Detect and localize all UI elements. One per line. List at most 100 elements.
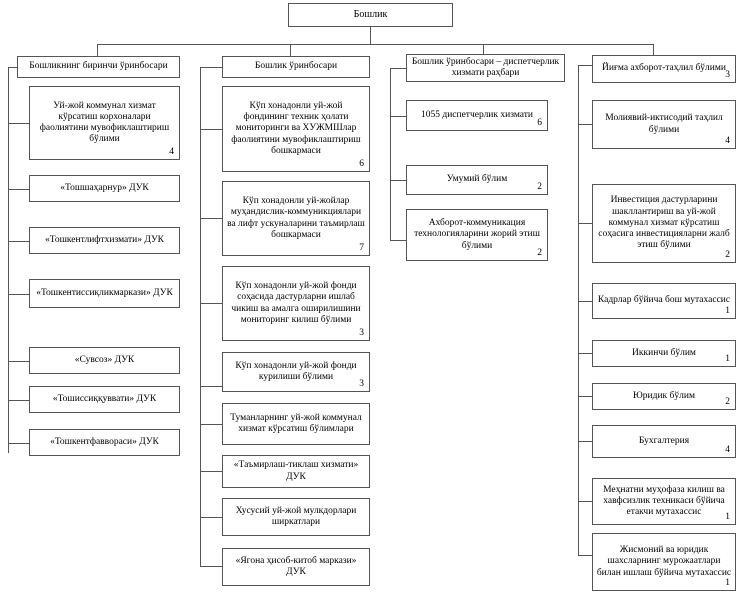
- node-c2-2[interactable]: Кўп хонадонли уй-жойлар муҳандислик-комм…: [222, 181, 370, 256]
- node-c3-1-count: 6: [537, 117, 542, 128]
- connector-c2-3: [200, 303, 223, 304]
- node-c4-1[interactable]: Молиявий-иктисодий таҳлил бўлими 4: [592, 100, 736, 149]
- node-c2-8[interactable]: «Ягона ҳисоб-китоб маркази» ДУК: [222, 548, 370, 586]
- node-c4-4-label: Иккинчи бўлим: [632, 347, 696, 358]
- connector-c2-7: [200, 517, 223, 518]
- connector-spine-1-to-head: [8, 67, 18, 68]
- node-c2-7-label: Хусусий уй-жой мулкдорлари ширкатлари: [235, 505, 357, 527]
- connector-c1-3: [8, 241, 30, 242]
- node-c4-8-count: 1: [725, 577, 730, 588]
- node-c4-3-label: Кадрлар бўйича бош мутахассис: [597, 295, 731, 306]
- connector-spine-1: [8, 67, 9, 453]
- node-c1-2-label: «Тошшаҳарнур» ДУК: [60, 182, 149, 193]
- connector-spine-3: [390, 68, 391, 240]
- connector-spine-4-to-head: [578, 65, 593, 66]
- node-c2-4[interactable]: Кўп хонадонли уй-жой фонди курилиши бўли…: [222, 352, 370, 392]
- node-c2-8-label: «Ягона ҳисоб-китоб маркази» ДУК: [235, 555, 357, 577]
- node-c1-7[interactable]: «Тошкентфаввораси» ДУК: [29, 429, 180, 456]
- node-head-3[interactable]: Бошлик ўринбосари – диспетчерлик хизмати…: [406, 54, 565, 82]
- node-c3-2-count: 2: [537, 181, 542, 192]
- node-c2-6-label: «Таъмирлаш-тиклаш хизмати» ДУК: [233, 460, 359, 482]
- node-c3-2[interactable]: Умумий бўлим 2: [406, 165, 548, 195]
- node-root-label: Бошлик: [353, 9, 388, 21]
- node-head-1-label: Бошликнинг биринчи ўринбосари: [29, 61, 168, 72]
- connector-spine-2-to-head: [200, 67, 223, 68]
- connector-c2-2: [200, 218, 223, 219]
- node-head-2-label: Бошлик ўринбосари: [254, 61, 338, 72]
- node-c4-8[interactable]: Жисмоний ва юридик шахсларнинг мурожаатл…: [592, 533, 736, 591]
- connector-c4-5: [578, 396, 593, 397]
- connector-c4-4: [578, 353, 593, 354]
- connector-c4-1: [578, 124, 593, 125]
- connector-spine-3-to-head: [390, 68, 407, 69]
- connector-spine-2: [200, 67, 201, 566]
- node-c2-2-count: 7: [359, 242, 364, 253]
- node-c3-3[interactable]: Ахборот-коммуникация технологияларини жо…: [406, 209, 548, 261]
- node-c4-3-count: 1: [725, 305, 730, 316]
- node-c2-5[interactable]: Туманларнинг уй-жой коммунал хизмат кўрс…: [222, 403, 370, 445]
- connector-spine-4: [578, 65, 579, 555]
- node-c4-6-count: 4: [725, 444, 730, 455]
- node-head-4-label: Йиғма ахборот-таҳлил бўлими: [602, 63, 726, 74]
- node-c4-6[interactable]: Бухгалтерия 4: [592, 425, 736, 458]
- node-c1-3[interactable]: «Тошкентлифтхизмати» ДУК: [29, 227, 180, 254]
- connector-bus-drop-2: [290, 44, 291, 56]
- node-c2-3[interactable]: Кўп хонадонли уй-жой фонди соҳасида даст…: [222, 266, 370, 341]
- node-root[interactable]: Бошлик: [288, 3, 453, 27]
- node-c4-1-label: Молиявий-иктисодий таҳлил бўлими: [605, 113, 723, 135]
- node-head-4-count: 3: [725, 69, 730, 80]
- connector-c4-7: [578, 501, 593, 502]
- node-c2-6[interactable]: «Таъмирлаш-тиклаш хизмати» ДУК: [222, 455, 370, 488]
- node-c1-4[interactable]: «Тошкентиссиқликмаркази» ДУК: [29, 279, 180, 308]
- node-c2-4-count: 3: [359, 378, 364, 389]
- node-head-3-label: Бошлик ўринбосари – диспетчерлик хизмати…: [411, 56, 560, 78]
- node-c2-1[interactable]: Кўп хонадонли уй-жой фондининг техник ҳо…: [222, 86, 370, 172]
- node-c4-3[interactable]: Кадрлар бўйича бош мутахассис 1: [592, 283, 736, 319]
- connector-c1-7: [8, 443, 30, 444]
- node-c3-1[interactable]: 1055 диспетчерлик хизмати 6: [406, 100, 548, 131]
- connector-c3-3: [390, 240, 407, 241]
- node-c1-1-count: 4: [169, 146, 174, 157]
- node-c1-1[interactable]: Уй-жой коммунал хизмат кўрсатиш корхонал…: [29, 86, 180, 160]
- node-c4-5[interactable]: Юридик бўлим 2: [592, 383, 736, 410]
- node-c4-7-label: Меҳнатни муҳофаза килиш ва хавфсизлик те…: [603, 484, 725, 518]
- connector-bus-drop-3: [483, 44, 484, 56]
- node-c1-1-label: Уй-жой коммунал хизмат кўрсатиш корхонал…: [39, 100, 170, 145]
- node-c1-6-label: «Тошиссиққуввати» ДУК: [52, 393, 157, 404]
- connector-c4-8: [578, 555, 593, 556]
- node-c4-7[interactable]: Меҳнатни муҳофаза килиш ва хавфсизлик те…: [592, 478, 736, 525]
- connector-c3-1: [390, 116, 407, 117]
- connector-c4-3: [578, 301, 593, 302]
- connector-c2-5: [200, 424, 223, 425]
- node-c4-5-label: Юридик бўлим: [633, 390, 695, 401]
- node-c1-5[interactable]: «Сувсоз» ДУК: [29, 347, 180, 374]
- connector-c1-4: [8, 294, 30, 295]
- node-c2-4-label: Кўп хонадонли уй-жой фонди курилиши бўли…: [235, 360, 357, 382]
- connector-c1-1: [8, 123, 30, 124]
- node-c4-4[interactable]: Иккинчи бўлим 1: [592, 340, 736, 367]
- connector-c1-5: [8, 361, 30, 362]
- node-c1-2[interactable]: «Тошшаҳарнур» ДУК: [29, 175, 180, 202]
- node-c4-5-count: 2: [725, 396, 730, 407]
- node-c1-4-label: «Тошкентиссиқликмаркази» ДУК: [36, 287, 173, 298]
- connector-root-stem: [370, 27, 371, 44]
- node-c4-8-label: Жисмоний ва юридик шахсларнинг мурожаатл…: [596, 545, 732, 578]
- node-head-1[interactable]: Бошликнинг биринчи ўринбосари: [17, 56, 180, 78]
- node-c1-6[interactable]: «Тошиссиққуввати» ДУК: [29, 386, 180, 413]
- connector-bus-drop-1: [97, 44, 98, 56]
- node-c2-2-label: Кўп хонадонли уй-жойлар муҳандислик-комм…: [227, 196, 365, 240]
- connector-c1-6: [8, 400, 30, 401]
- connector-c2-8: [200, 566, 223, 567]
- node-c3-3-label: Ахборот-коммуникация технологияларини жо…: [414, 218, 540, 251]
- node-c2-7[interactable]: Хусусий уй-жой мулкдорлари ширкатлари: [222, 498, 370, 536]
- node-c4-4-count: 1: [725, 353, 730, 364]
- node-head-4[interactable]: Йиғма ахборот-таҳлил бўлими 3: [592, 55, 736, 83]
- connector-c2-1: [200, 129, 223, 130]
- node-c2-3-label: Кўп хонадонли уй-жой фонди соҳасида даст…: [231, 281, 361, 325]
- node-c4-2[interactable]: Инвестиция дастурларини шакллантириш ва …: [592, 184, 736, 263]
- node-c3-3-count: 2: [537, 247, 542, 258]
- node-c3-2-label: Умумий бўлим: [446, 174, 508, 185]
- node-head-2[interactable]: Бошлик ўринбосари: [222, 56, 370, 78]
- node-c3-1-label: 1055 диспетчерлик хизмати: [420, 109, 533, 120]
